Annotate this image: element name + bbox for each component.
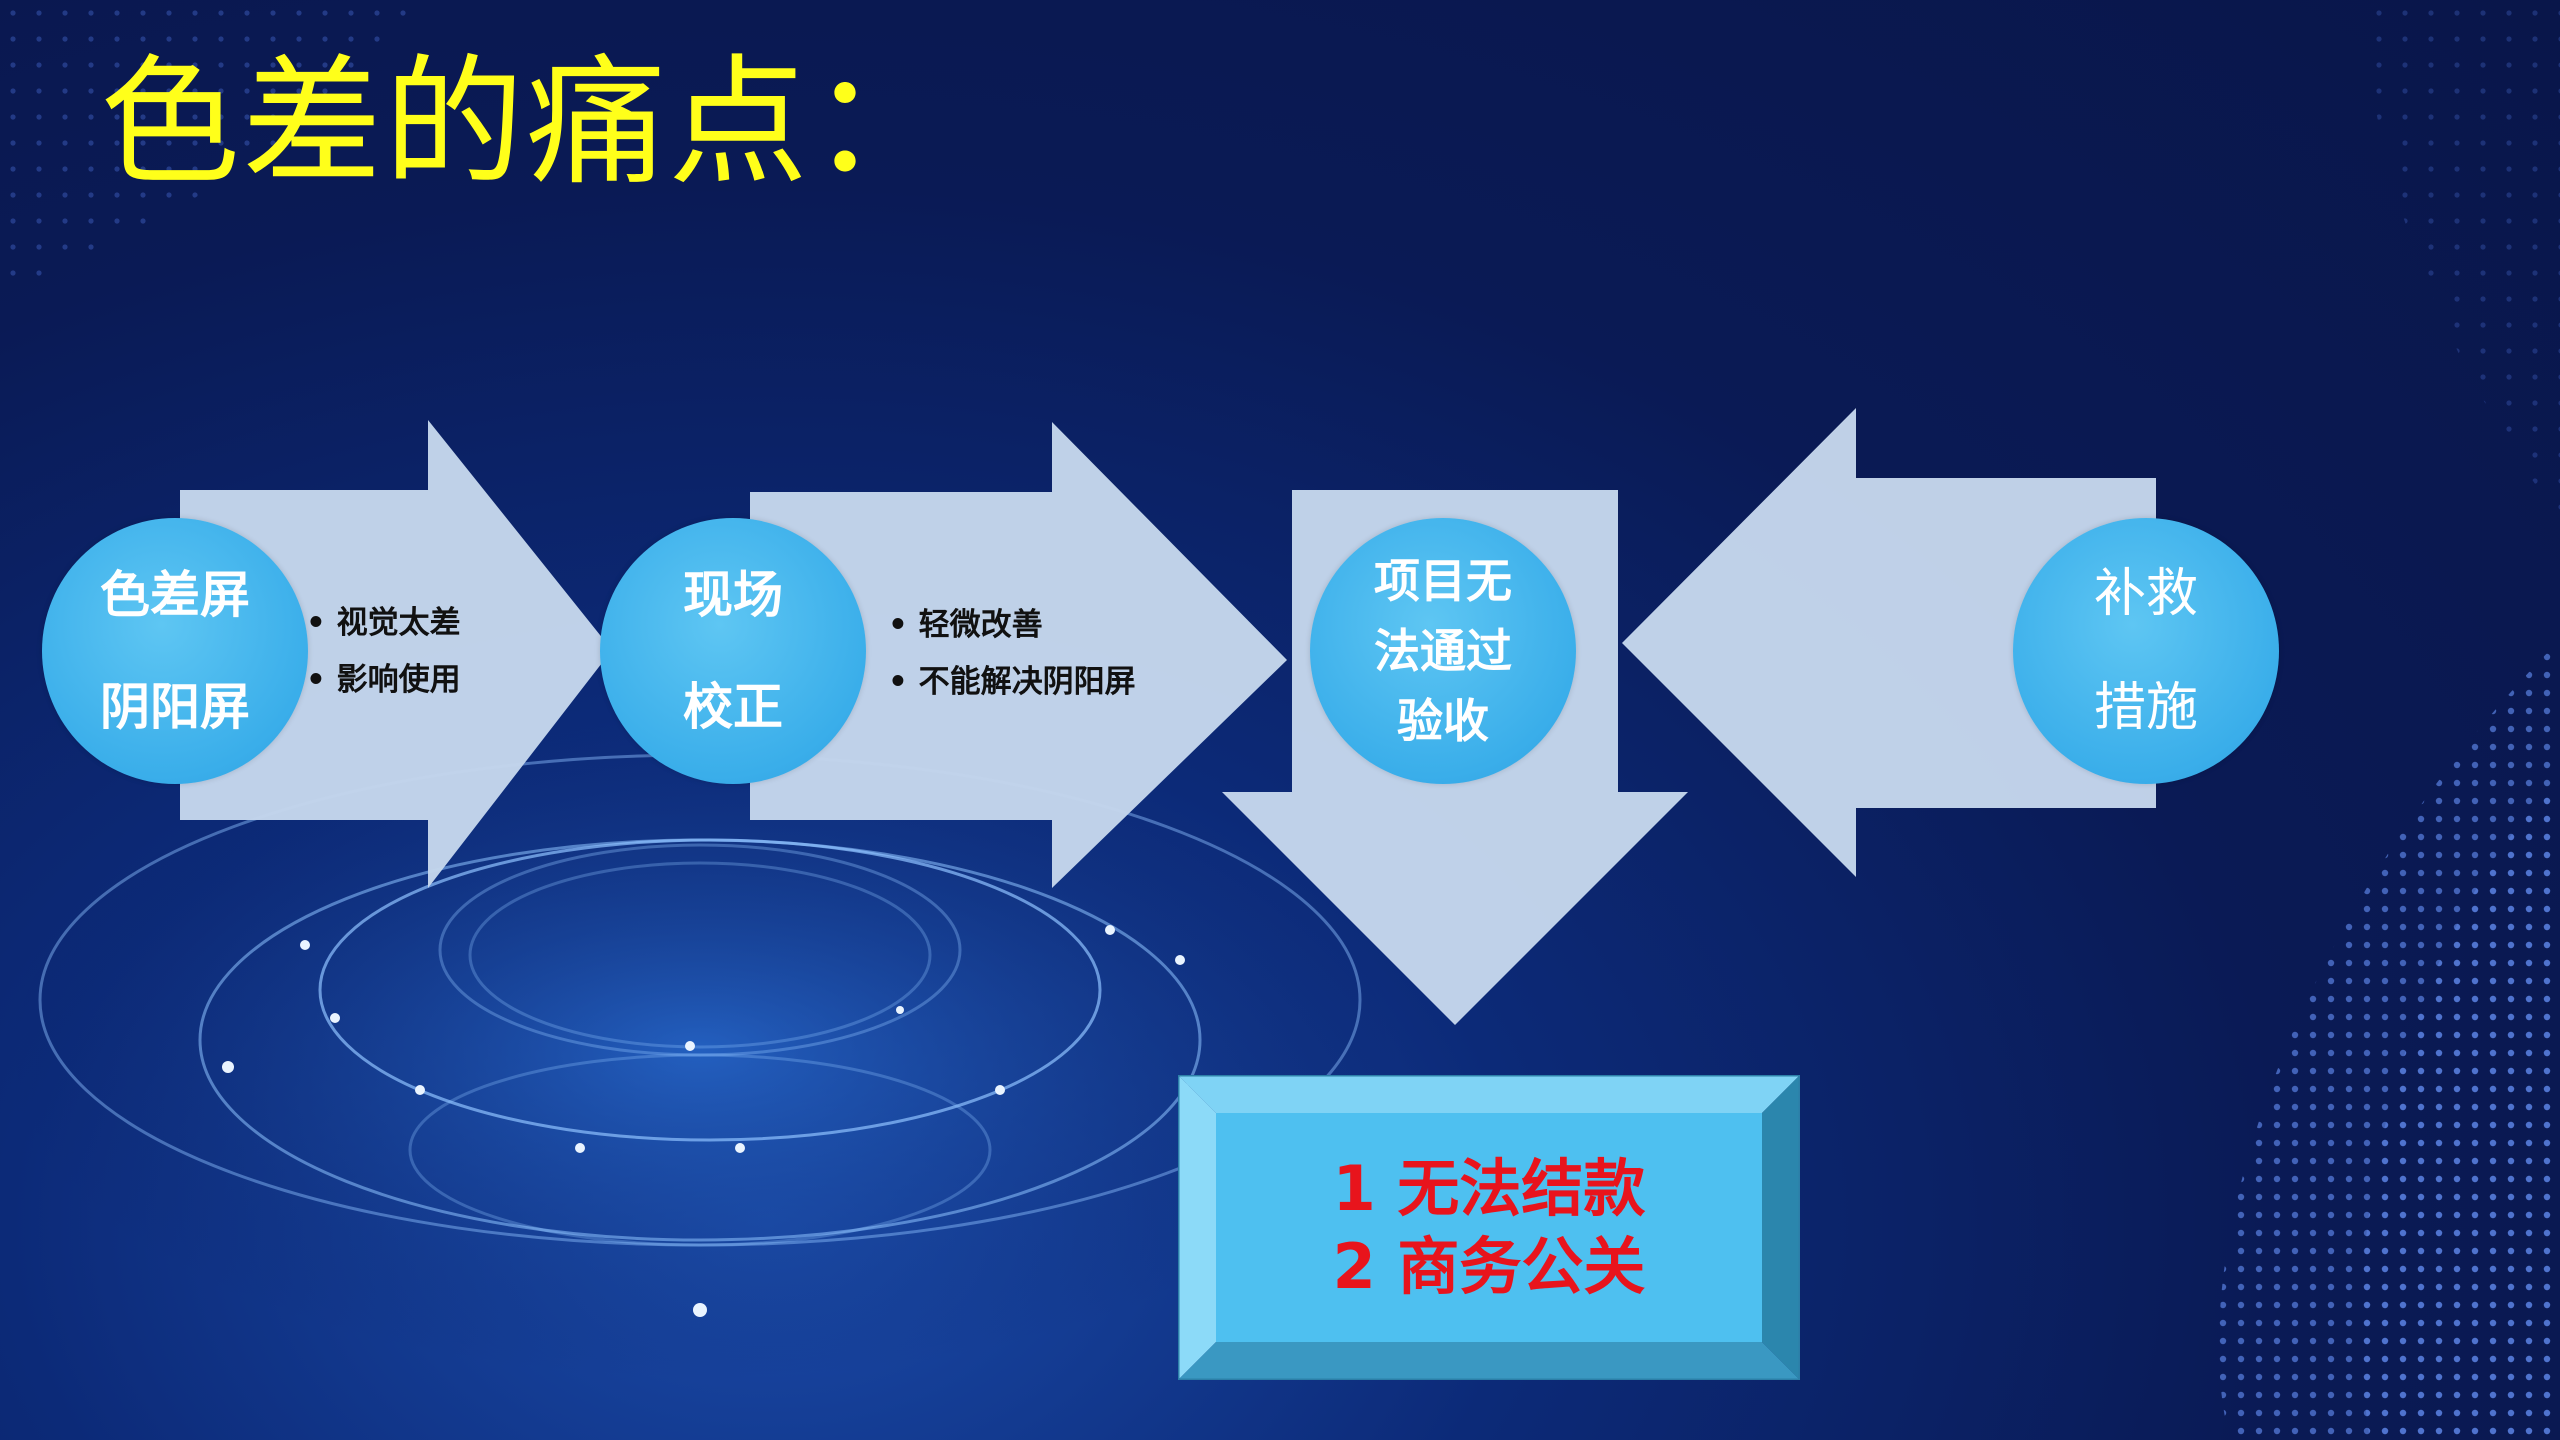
step-circle-acceptance-failed: 项目无 法通过 验收: [1310, 518, 1576, 784]
arrow-left: [1622, 408, 2156, 877]
step-circle-remedy: 补救 措施: [2013, 518, 2279, 784]
step-label: 措施: [2093, 678, 2198, 738]
step-circle-onsite-correction: 现场 校正: [600, 518, 866, 784]
step-label: 现场: [683, 566, 783, 624]
step-label: 项目无: [1374, 554, 1512, 608]
slide-title: 色差的痛点：: [100, 42, 953, 205]
arrow-right-1: [180, 420, 612, 888]
result-line-1: 1 无法结款: [1332, 1152, 1646, 1225]
step-label: 补救: [2093, 564, 2198, 624]
bullet-item: 轻微改善: [888, 610, 1136, 641]
step-label: 法通过: [1374, 624, 1512, 678]
step-bullets-2: 轻微改善 不能解决阴阳屏: [888, 610, 1136, 724]
bullet-item: 影响使用: [306, 665, 461, 696]
step-label: 阴阳屏: [100, 678, 250, 736]
step-label: 色差屏: [100, 566, 250, 624]
step-bullets-1: 视觉太差 影响使用: [306, 608, 461, 722]
bullet-item: 视觉太差: [306, 608, 461, 639]
step-label: 校正: [683, 678, 783, 736]
step-label: 验收: [1397, 694, 1489, 748]
bullet-item: 不能解决阴阳屏: [888, 667, 1136, 698]
step-circle-color-difference: 色差屏 阴阳屏: [42, 518, 308, 784]
arrow-right-2: [750, 422, 1287, 888]
result-box: 1 无法结款 2 商务公关: [1178, 1075, 1800, 1380]
result-line-2: 2 商务公关: [1332, 1229, 1646, 1303]
